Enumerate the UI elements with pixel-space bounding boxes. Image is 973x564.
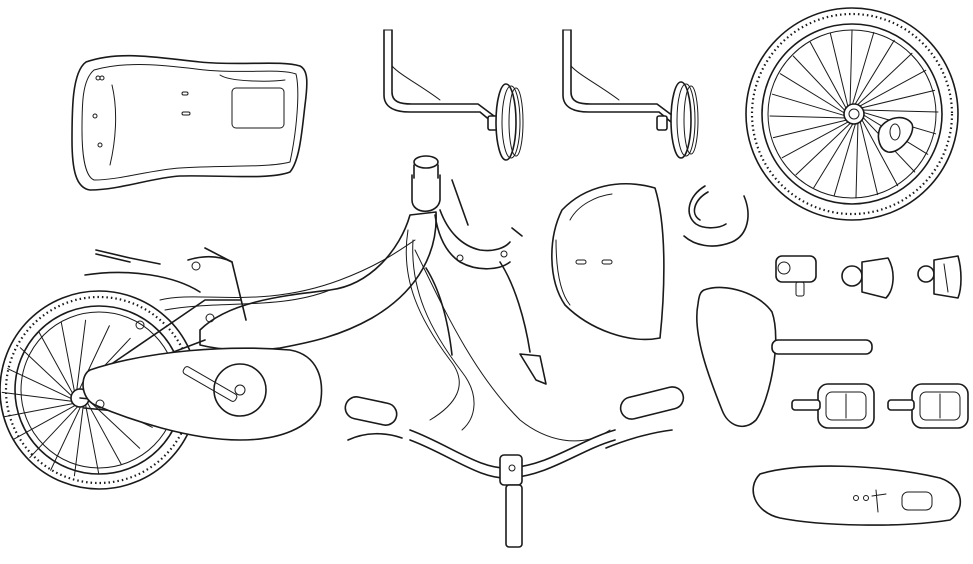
wheel-spoke bbox=[829, 32, 849, 109]
saddle bbox=[696, 286, 873, 428]
rear-fender-section bbox=[551, 182, 665, 341]
wheel-spoke bbox=[857, 69, 927, 108]
training-wheel-left bbox=[383, 29, 524, 161]
wheel-spoke bbox=[50, 405, 82, 471]
wheel-spoke bbox=[73, 404, 84, 477]
wheel-spoke bbox=[84, 403, 100, 475]
brake-cables bbox=[405, 229, 611, 442]
front-fork bbox=[434, 179, 523, 270]
wheel-spoke bbox=[849, 29, 853, 108]
bike-frame-with-rear-wheel bbox=[0, 155, 441, 490]
front-wheel bbox=[745, 7, 959, 221]
front-fender bbox=[425, 261, 547, 385]
wheel-spoke bbox=[772, 119, 849, 139]
wheel-spoke bbox=[769, 115, 848, 119]
wheel-spoke bbox=[38, 331, 74, 395]
wheel-spoke bbox=[792, 55, 847, 113]
rear-fender-plate bbox=[752, 465, 962, 526]
front-reflector bbox=[841, 257, 894, 299]
wheel-spoke bbox=[19, 347, 73, 397]
wheel-spoke bbox=[13, 404, 77, 440]
wheel-spoke bbox=[853, 39, 895, 107]
wheel-spoke bbox=[60, 321, 76, 393]
wheel-spoke bbox=[87, 399, 141, 449]
wheel-spoke bbox=[1, 391, 74, 402]
wheel-spoke bbox=[859, 89, 936, 109]
wheel-spoke bbox=[86, 401, 122, 465]
wheel-spoke bbox=[795, 121, 853, 176]
wheel-spoke bbox=[859, 119, 879, 196]
pedal-right bbox=[887, 383, 969, 429]
wheel-spoke bbox=[3, 402, 75, 418]
wheel-spoke bbox=[781, 120, 851, 159]
wheel-spoke bbox=[29, 405, 79, 459]
wheel-spoke bbox=[855, 120, 859, 199]
wheel-spoke bbox=[860, 117, 899, 187]
bell bbox=[775, 255, 817, 297]
rear-reflector bbox=[917, 255, 962, 299]
wheel-spoke bbox=[813, 121, 855, 189]
chain-guard bbox=[71, 54, 308, 191]
wheel-spoke bbox=[809, 41, 848, 111]
wheel-spoke bbox=[76, 319, 87, 392]
wheel-spoke bbox=[779, 73, 847, 115]
handlebar bbox=[344, 386, 685, 548]
wheel-spoke bbox=[833, 121, 857, 197]
cable-pieces bbox=[683, 185, 749, 247]
wheel-spoke bbox=[771, 93, 847, 117]
wheel-spoke bbox=[7, 368, 73, 400]
wheel-spoke bbox=[851, 31, 875, 107]
pedal-left bbox=[791, 383, 875, 429]
training-wheel-right bbox=[562, 29, 699, 159]
wheel-spoke bbox=[860, 109, 939, 113]
wheel-spoke bbox=[855, 52, 913, 107]
